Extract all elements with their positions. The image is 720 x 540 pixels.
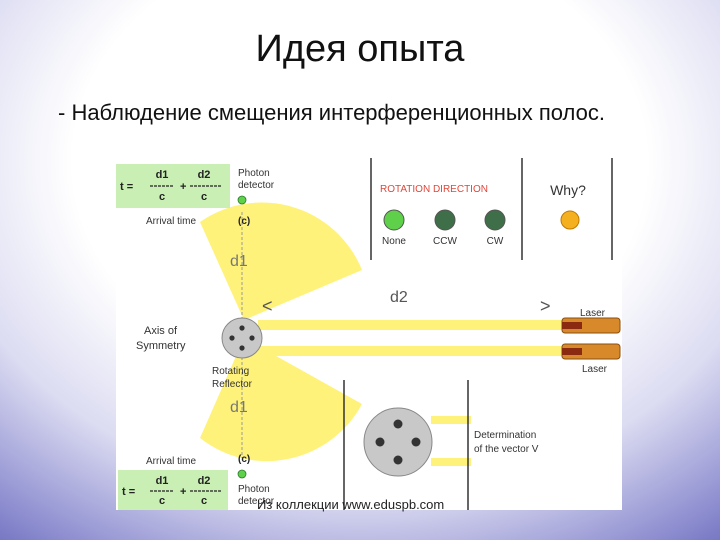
laser-top bbox=[561, 317, 621, 334]
laser-bottom-label: Laser bbox=[582, 364, 608, 375]
why-label: Why? bbox=[550, 182, 586, 198]
upper-beam-sector bbox=[200, 202, 362, 320]
formula-top-n1: d1 bbox=[156, 169, 169, 181]
formula-top-n2: d2 bbox=[198, 169, 211, 181]
formula-bottom-d1: c bbox=[159, 495, 165, 507]
photon-detector-top-dot bbox=[237, 195, 247, 205]
reflector-hole bbox=[249, 335, 255, 341]
arrival-time-top: Arrival time bbox=[146, 216, 196, 227]
indicator-cw: CW bbox=[484, 209, 506, 247]
c-bottom: (c) bbox=[238, 454, 250, 465]
vector-disc bbox=[363, 407, 433, 477]
c-top: (c) bbox=[238, 216, 250, 227]
formula-top: t = d1 c + d2 c bbox=[120, 169, 222, 203]
photon-detector-top-line1: Photon bbox=[238, 168, 270, 179]
formula-top-d2: c bbox=[201, 191, 207, 203]
formula-bottom: t = d1 c + d2 c bbox=[122, 475, 222, 507]
indicator-none: None bbox=[382, 209, 406, 247]
lower-beam bbox=[258, 346, 562, 356]
rotation-direction-title: ROTATION DIRECTION bbox=[380, 184, 488, 195]
reflector-hole bbox=[229, 335, 235, 341]
indicator-cw-light bbox=[484, 209, 506, 231]
indicator-cw-label: CW bbox=[487, 236, 504, 247]
laser-top-tip bbox=[562, 322, 582, 329]
d1-bottom: d1 bbox=[230, 399, 248, 416]
formula-bottom-t: t = bbox=[122, 486, 135, 498]
d1-top: d1 bbox=[230, 253, 248, 270]
arrival-time-bottom: Arrival time bbox=[146, 456, 196, 467]
arrow-right: > bbox=[540, 296, 551, 316]
axis-of-symmetry-line1: Axis of bbox=[144, 325, 178, 337]
laser-top-label: Laser bbox=[580, 308, 606, 319]
upper-beam bbox=[258, 320, 562, 330]
photon-detector-bottom-line1: Photon bbox=[238, 484, 270, 495]
vector-disc-hole bbox=[411, 437, 421, 447]
vector-disc-body bbox=[363, 407, 433, 477]
indicator-ccw: CCW bbox=[433, 209, 457, 247]
reflector-hole bbox=[239, 345, 245, 351]
slide-title: Идея опыта bbox=[255, 28, 465, 70]
determination-line2: of the vector V bbox=[474, 444, 539, 455]
formula-bottom-plus: + bbox=[180, 486, 186, 498]
slide-subtitle: - Наблюдение смещения интерференционных … bbox=[58, 100, 605, 125]
rotating-reflector-line2: Reflector bbox=[212, 379, 253, 390]
indicator-ccw-light bbox=[434, 209, 456, 231]
formula-bottom-n1: d1 bbox=[156, 475, 169, 487]
formula-top-plus: + bbox=[180, 181, 186, 193]
experiment-diagram: ROTATION DIRECTION None CCW CW Why? t = … bbox=[116, 158, 622, 510]
laser-bottom-tip bbox=[562, 348, 582, 355]
indicator-ccw-label: CCW bbox=[433, 236, 457, 247]
d2-label: d2 bbox=[390, 289, 408, 306]
rotating-reflector bbox=[221, 317, 263, 359]
reflector-disc bbox=[221, 317, 263, 359]
formula-box-bottom bbox=[118, 470, 228, 510]
formula-top-d1: c bbox=[159, 191, 165, 203]
lower-beam-sector bbox=[200, 338, 362, 462]
arrow-left: < bbox=[262, 296, 273, 316]
source-caption: Из коллекции www.eduspb.com bbox=[257, 497, 445, 512]
diagram-svg: ROTATION DIRECTION None CCW CW Why? t = … bbox=[116, 158, 621, 510]
rotating-reflector-line1: Rotating bbox=[212, 366, 249, 377]
laser-bottom bbox=[561, 343, 621, 360]
vector-disc-hole bbox=[393, 419, 403, 429]
photon-detector-bottom-dot bbox=[237, 469, 247, 479]
formula-bottom-n2: d2 bbox=[198, 475, 211, 487]
determination-line1: Determination bbox=[474, 430, 536, 441]
vector-beam-lower bbox=[431, 458, 471, 466]
photon-detector-top-line2: detector bbox=[238, 180, 275, 191]
formula-bottom-d2: c bbox=[201, 495, 207, 507]
photon-detector-bottom-line2: detector bbox=[238, 496, 275, 507]
vector-disc-hole bbox=[375, 437, 385, 447]
indicator-none-light bbox=[383, 209, 405, 231]
indicator-none-label: None bbox=[382, 236, 406, 247]
formula-top-t: t = bbox=[120, 181, 133, 193]
why-indicator-light bbox=[560, 210, 580, 230]
vector-beam-upper bbox=[431, 416, 471, 424]
vector-disc-hole bbox=[393, 455, 403, 465]
reflector-hole bbox=[239, 325, 245, 331]
axis-of-symmetry-line2: Symmetry bbox=[136, 340, 186, 352]
